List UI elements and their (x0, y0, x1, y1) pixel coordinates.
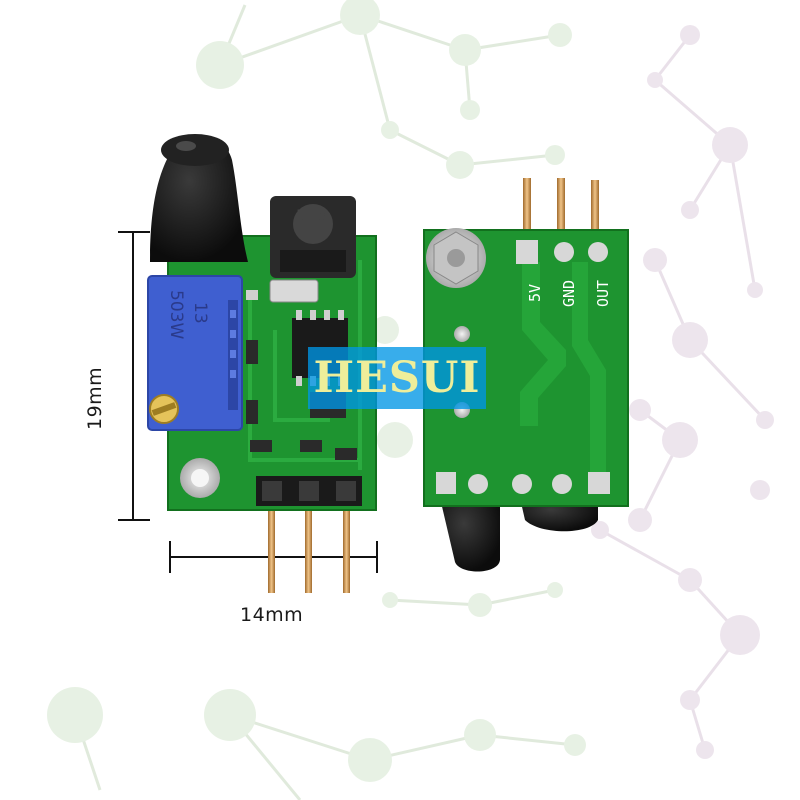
width-dimension-label: 14mm (240, 604, 304, 626)
front-pin-1 (268, 505, 275, 593)
brand-watermark: HESUI (308, 347, 486, 409)
smd-components (246, 279, 357, 460)
back-pin-pads (516, 240, 608, 264)
potentiometer (147, 275, 243, 431)
background-network (47, 0, 774, 800)
back-sensors (440, 498, 598, 572)
potentiometer-code-line2: 503W (166, 290, 186, 340)
back-pin-1 (523, 178, 531, 234)
mounting-nut (426, 228, 486, 288)
pin-label-out: OUT (594, 279, 612, 307)
height-dimension-line (118, 231, 150, 521)
height-dimension-label: 19mm (84, 366, 106, 430)
module-back-view (423, 178, 629, 572)
back-ground-trace (520, 262, 566, 426)
back-pin-2 (557, 178, 565, 234)
brand-watermark-text: HESUI (313, 353, 481, 403)
front-pin-2 (305, 505, 312, 593)
ir-led-emitter (150, 134, 248, 262)
back-bottom-pads (436, 472, 610, 494)
sensor-code-text: B16 (296, 206, 328, 225)
back-pin-3 (591, 180, 599, 236)
pin-label-gnd: GND (560, 279, 578, 307)
front-pin-3 (343, 505, 350, 593)
ir-receiver-sensor (270, 196, 356, 278)
potentiometer-code-line1: 13 (190, 302, 210, 324)
pin-label-5v: 5V (526, 283, 544, 302)
